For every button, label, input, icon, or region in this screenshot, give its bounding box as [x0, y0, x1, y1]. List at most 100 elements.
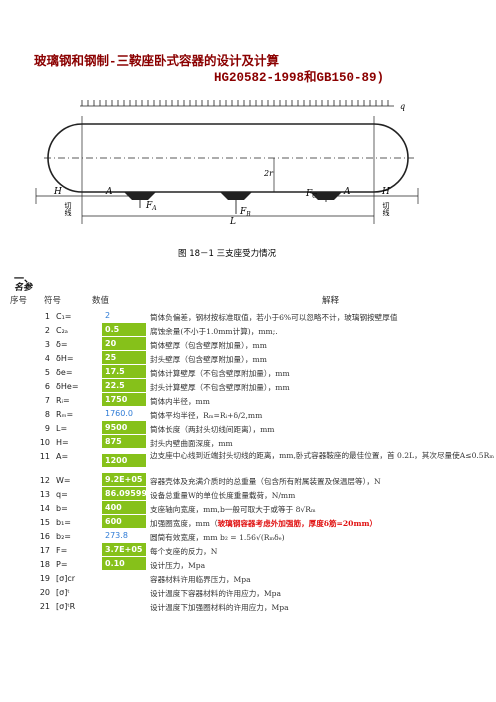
section-name: 名参 — [14, 283, 33, 293]
row-value: 9.2E+05 — [102, 473, 146, 486]
row-number: 15 — [39, 518, 50, 527]
document-title: 玻璃钢和钢制-三鞍座卧式容器的设计及计算 — [34, 55, 280, 69]
row-description: 设计压力，Mpa — [150, 561, 206, 570]
row-description: 腐蚀余量(不小于1.0mm计算)，mm;. — [150, 327, 278, 336]
row-number: 2 — [44, 326, 50, 335]
row-symbol: W= — [56, 476, 71, 485]
row-description: 设计温度下容器材料的许用应力，Mpa — [150, 589, 282, 598]
row-description: 容器材料许用临界压力，Mpa — [150, 575, 251, 584]
label-H-right: H — [381, 187, 390, 197]
row-value: 3.7E+05 — [102, 543, 146, 556]
row-number: 10 — [39, 438, 50, 447]
table-header: 序号 符号 数值 解释 — [0, 294, 496, 306]
header-note: 解释 — [322, 296, 340, 306]
document-subtitle: HG20582-1998和GB150-89) — [214, 71, 385, 85]
row-value: 600 — [102, 515, 146, 528]
row-symbol: [σ]ᵗR — [56, 602, 76, 611]
row-value — [102, 585, 146, 598]
row-value: 2 — [105, 311, 111, 320]
row-symbol: [σ]ᵗ — [56, 588, 70, 597]
row-number: 6 — [44, 382, 50, 391]
row-symbol: C₂ₐ — [56, 326, 68, 335]
row-symbol: δe= — [56, 368, 73, 377]
row-description: 边支座中心线到近端封头切线的距离，mm,卧式容器鞍座的最佳位置，首 0.2L，其… — [150, 451, 495, 460]
label-q: q — [400, 102, 405, 111]
row-description: 封头壁厚（包含壁厚附加量），mm — [150, 355, 267, 364]
saddle-middle — [220, 192, 252, 200]
header-symbol: 符号 — [44, 296, 62, 306]
row-symbol: [σ]cr — [56, 574, 75, 583]
three-saddle-diagram: q 2r H A A H FA FB FC L 切线 切线 图 18－1 三支 — [35, 100, 419, 259]
row-number: 20 — [39, 588, 50, 597]
row-value: 1760.0 — [105, 409, 133, 418]
row-value: 86.09599 — [102, 487, 147, 500]
row-number: 3 — [44, 340, 50, 349]
row-description: 筒体长度（两封头切线间距离），mm — [150, 425, 275, 434]
row-description: 加强圈宽度，mm（玻璃钢容器考虑外加强筋，厚度δ筋=20mm） — [150, 519, 378, 528]
row-value: 1750 — [102, 393, 146, 406]
row-symbol: q= — [56, 490, 68, 499]
table-row: 21 [σ]ᵗR 设计温度下加强圈材料的许用应力，Mpa — [0, 599, 496, 613]
row-symbol: δH= — [56, 354, 74, 363]
row-value: 25 — [102, 351, 146, 364]
row-value: 875 — [102, 435, 146, 448]
label-FA: FA — [145, 201, 157, 212]
row-description: 容器壳体及充满介质时的总重量（包含所有附属装置及保温层等），N — [150, 477, 381, 486]
row-value: 273.8 — [105, 531, 128, 540]
row-number: 16 — [39, 532, 50, 541]
row-description: 筒体壁厚（包含壁厚附加量），mm — [150, 341, 267, 350]
row-description: 筒体负偏差，钢材按标准取值，若小于6%可以忽略不计，玻璃钢按壁厚值 — [150, 313, 398, 322]
row-description: 支座轴向宽度，mm,b一般可取大于或等于 8√Rₘ — [150, 505, 316, 514]
table-row: 19 [σ]cr 容器材料许用临界压力，Mpa — [0, 571, 496, 585]
label-tangent-right: 切线 — [382, 202, 390, 216]
row-value: 0.10 — [102, 557, 146, 570]
label-2r: 2r — [263, 169, 274, 178]
section-number: 一、 — [14, 274, 34, 285]
table-row: 20 [σ]ᵗ 设计温度下容器材料的许用应力，Mpa — [0, 585, 496, 599]
row-symbol: b₁= — [56, 518, 71, 527]
row-value: 22.5 — [102, 379, 146, 392]
table-row: 16 b₂= 273.8 圆筒有效宽度，mm b₂ = 1.56√(Rₘδₑ) — [0, 529, 496, 543]
row-symbol: δHe= — [56, 382, 79, 391]
row-description: 设计温度下加强圈材料的许用应力，Mpa — [150, 603, 289, 612]
row-symbol: P= — [56, 560, 68, 569]
row-description: 筒体内半径，mm — [150, 397, 210, 406]
row-description: 圆筒有效宽度，mm b₂ = 1.56√(Rₘδₑ) — [150, 533, 285, 542]
row-value: 0.5 — [102, 323, 146, 336]
row-number: 1 — [44, 312, 50, 321]
row-symbol: Rₘ= — [56, 410, 74, 419]
row-value — [102, 599, 146, 612]
row-symbol: b₂= — [56, 532, 71, 541]
distributed-load — [80, 100, 394, 107]
row-number: 5 — [44, 368, 50, 377]
row-description: 封头计算壁厚（不包含壁厚附加量），mm — [150, 383, 290, 392]
row-number: 13 — [39, 490, 50, 499]
row-description: 封头内壁曲面深度，mm — [150, 439, 233, 448]
row-number: 4 — [44, 354, 50, 363]
row-value: 9500 — [102, 421, 146, 434]
row-description: 筒体计算壁厚（不包含壁厚附加量），mm — [150, 369, 290, 378]
row-number: 19 — [39, 574, 50, 583]
row-symbol: b= — [56, 504, 68, 513]
row-symbol: L= — [56, 424, 68, 433]
row-number: 21 — [39, 602, 50, 611]
table-row: 4 δH= 25 封头壁厚（包含壁厚附加量），mm — [0, 351, 496, 365]
label-A-right: A — [343, 187, 351, 197]
row-value — [102, 571, 146, 584]
label-FB: FB — [239, 207, 251, 218]
row-description: 设备总重量W的单位长度重量载荷，N/mm — [150, 491, 296, 500]
label-tangent-left: 切线 — [64, 202, 72, 216]
